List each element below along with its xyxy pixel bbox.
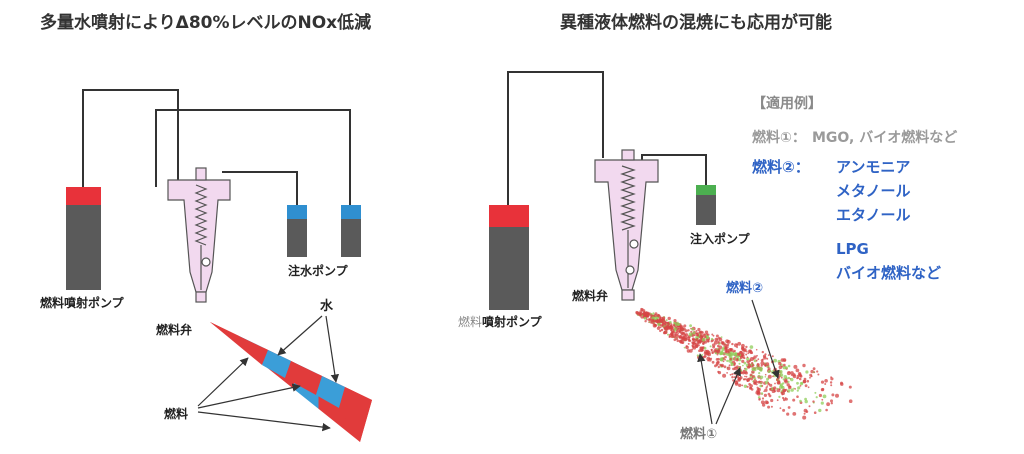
right-fuel-valve (594, 149, 659, 301)
legend-fuel2-item: バイオ燃料など (836, 264, 941, 282)
right-injection-pump (696, 185, 716, 225)
left-spray-bands (210, 322, 372, 442)
right-fuel-pump-label-a: 燃料 (458, 314, 482, 329)
right-injection-pump-label: 注入ポンプ (690, 231, 751, 246)
legend-fuel2-item: メタノール (836, 182, 911, 200)
left-fuel-arrows (197, 357, 331, 432)
legend-fuel2-item: LPG (836, 240, 869, 258)
left-water-pump-label: 注水ポンプ (288, 263, 349, 278)
right-title: 異種液体燃料の混焼にも応用が可能 (560, 12, 832, 33)
right-spray-cloud (635, 307, 853, 420)
right-pipes (507, 71, 707, 205)
legend-fuel2-item: エタノール (836, 206, 911, 224)
right-fuel1-arrows (697, 353, 741, 425)
legend-fuel1-prefix: 燃料①： (752, 129, 806, 146)
left-pipes (82, 89, 351, 205)
right-fuel2-arrow (751, 299, 780, 379)
left-fuel-pump-label: 燃料噴射ポンプ (40, 295, 125, 310)
left-fuel-valve (167, 167, 231, 303)
legend-heading: 【適用例】 (752, 95, 822, 112)
legend-fuel2-prefix: 燃料②： (752, 158, 810, 176)
right-valve-label: 燃料弁 (572, 288, 608, 303)
legend-fuel1-text: MGO, バイオ燃料など (812, 129, 957, 146)
legend-fuel2-item: アンモニア (836, 158, 910, 176)
left-water-pump-2 (341, 205, 361, 257)
right-fuel-pump (489, 205, 529, 310)
right-fuel2-label: 燃料② (726, 280, 763, 296)
left-water-label: 水 (320, 298, 334, 314)
right-fuel-pump-label-b: 噴射ポンプ (482, 314, 543, 329)
left-fuel-label: 燃料 (164, 406, 188, 421)
left-valve-label: 燃料弁 (156, 322, 192, 337)
right-fuel1-label: 燃料① (680, 426, 717, 442)
left-fuel-pump (66, 187, 101, 290)
left-water-pump-1 (287, 205, 307, 257)
left-title: 多量水噴射によりΔ80%レベルのNOx低減 (40, 12, 371, 33)
left-water-arrows (277, 315, 340, 383)
